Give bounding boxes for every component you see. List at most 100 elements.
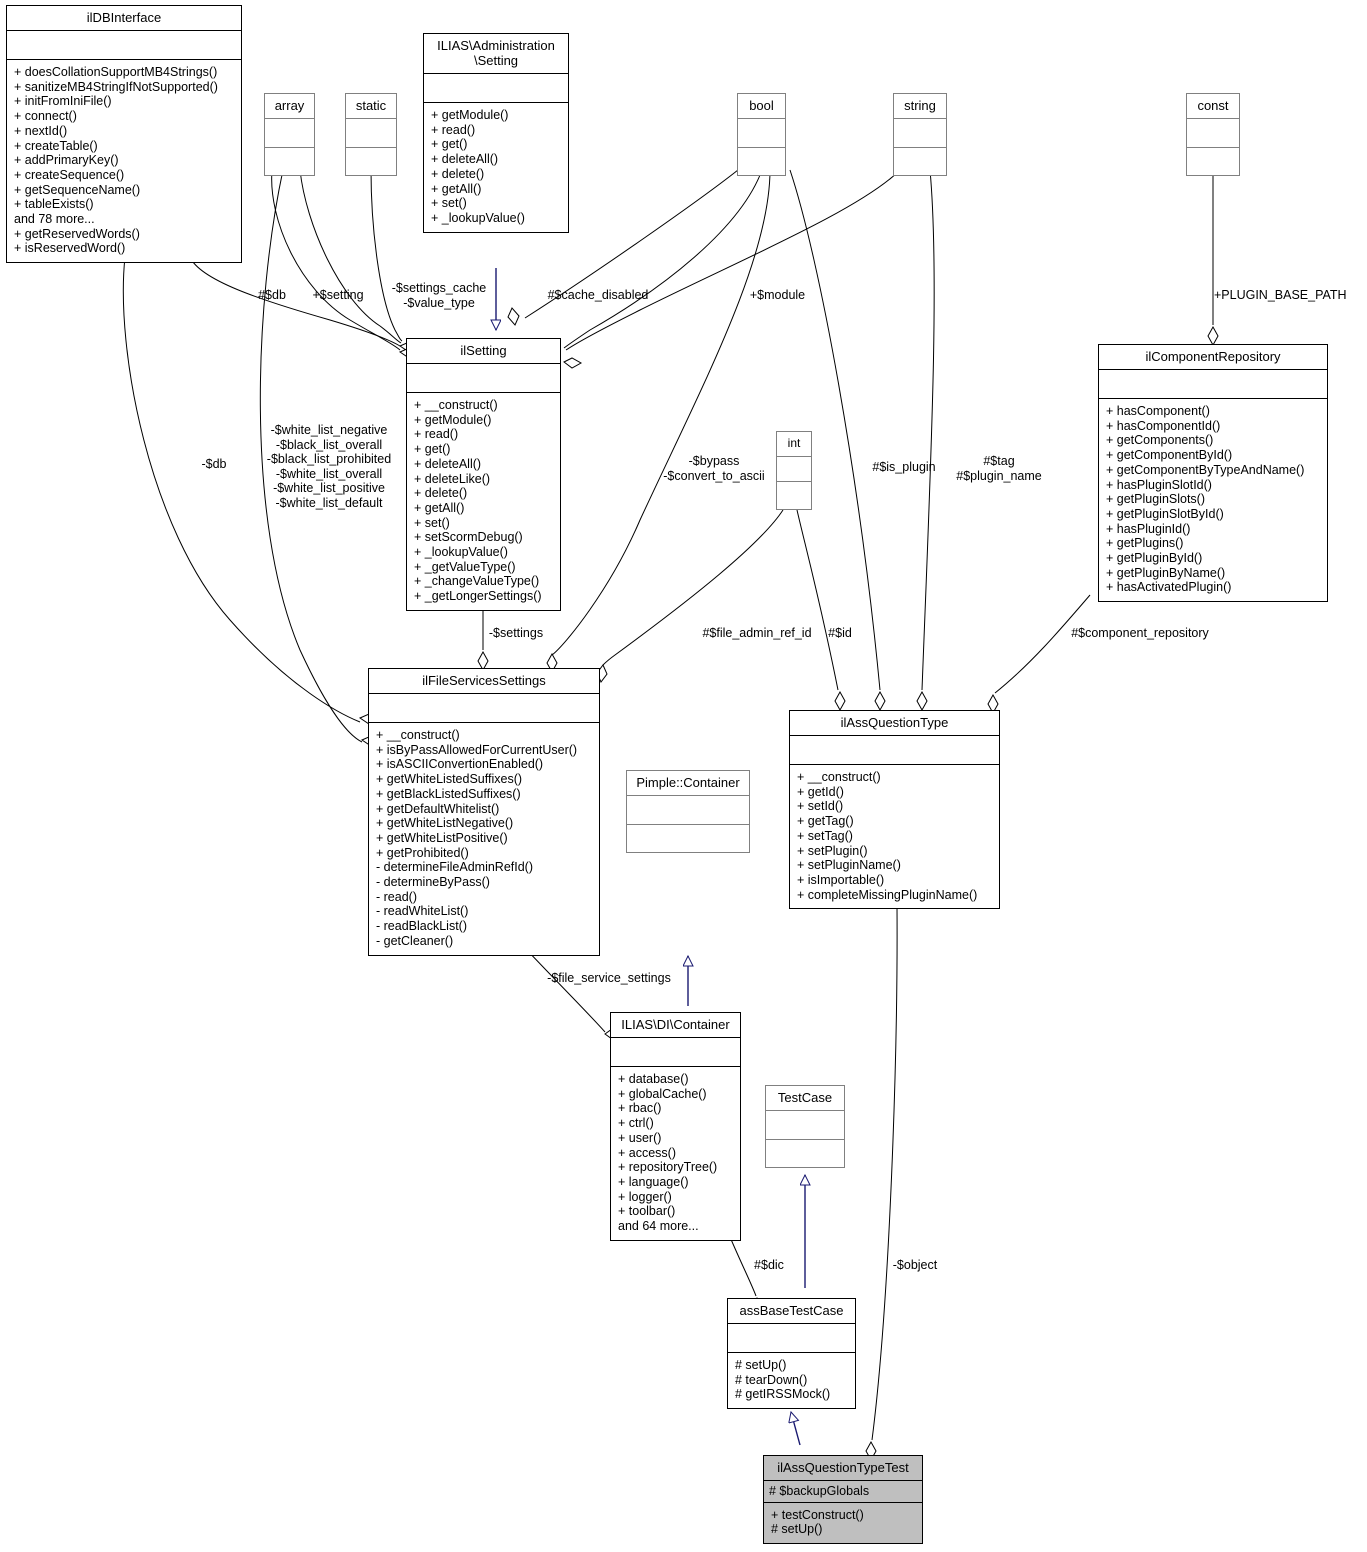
class-member: + rbac(): [618, 1101, 662, 1116]
class-node-ilFileServicesSettings[interactable]: ilFileServicesSettings + __construct()+ …: [368, 668, 600, 956]
class-node-int[interactable]: int: [776, 431, 812, 510]
class-member: + delete(): [431, 166, 485, 181]
divider: [627, 795, 749, 796]
divider: [611, 1066, 740, 1067]
class-title: ilFileServicesSettings: [422, 673, 546, 688]
class-member: + getSequenceName(): [14, 182, 141, 197]
class-member: + ctrl(): [618, 1116, 654, 1131]
divider: [265, 118, 314, 119]
class-member: + tableExists(): [14, 197, 94, 212]
divider: [1187, 147, 1239, 148]
edge-label-db-sharp: #$db: [258, 288, 286, 302]
class-member: + getComponents(): [1106, 433, 1214, 448]
class-member: + setScormDebug(): [414, 530, 523, 545]
class-member: + getTag(): [797, 814, 854, 829]
class-member: and 78 more...: [14, 212, 95, 227]
class-operations: + database()+ globalCache()+ rbac()+ ctr…: [611, 1067, 740, 1240]
class-node-ILIAS-DI-Container[interactable]: ILIAS\DI\Container + database()+ globalC…: [610, 1012, 741, 1241]
class-member: + getPlugins(): [1106, 536, 1184, 551]
class-member: - read(): [376, 889, 417, 904]
edge-label-bypass-convert: -$bypass -$convert_to_ascii: [663, 454, 765, 483]
class-member: + getPluginById(): [1106, 551, 1203, 566]
class-member: + toolbar(): [618, 1204, 676, 1219]
class-member: + isASCIIConvertionEnabled(): [376, 757, 544, 772]
class-member: + getProhibited(): [376, 845, 469, 860]
class-member: + set(): [431, 196, 467, 211]
class-attributes: [369, 694, 599, 722]
divider: [424, 73, 568, 74]
divider: [1099, 398, 1327, 399]
class-member: + getModule(): [414, 412, 492, 427]
edge-label-file-service-settings: -$file_service_settings: [547, 971, 671, 985]
class-node-ILIAS-Administration-Setting[interactable]: ILIAS\Administration \Setting + getModul…: [423, 33, 569, 233]
class-node-static[interactable]: static: [345, 93, 397, 176]
class-member: + _changeValueType(): [414, 574, 540, 589]
class-member: + hasPluginId(): [1106, 521, 1191, 536]
class-member: + isImportable(): [797, 872, 885, 887]
class-node-ilAssQuestionType[interactable]: ilAssQuestionType + __construct()+ getId…: [789, 710, 1000, 910]
divider: [369, 693, 599, 694]
class-member: + delete(): [414, 486, 468, 501]
edge-label-id-sharp: #$id: [828, 626, 852, 640]
class-node-ilDBInterface[interactable]: ilDBInterface + doesCollationSupportMB4S…: [6, 5, 242, 264]
class-member: + deleteAll(): [431, 152, 499, 167]
class-member: + language(): [618, 1174, 689, 1189]
class-title: int: [787, 436, 801, 450]
class-operations: + __construct()+ getModule()+ read()+ ge…: [407, 393, 560, 610]
class-node-const[interactable]: const: [1186, 93, 1240, 176]
class-node-Pimple-Container[interactable]: Pimple::Container: [626, 770, 750, 853]
divider: [346, 147, 396, 148]
class-node-TestCase[interactable]: TestCase: [765, 1085, 845, 1168]
class-member: + globalCache(): [618, 1086, 707, 1101]
divider: [611, 1037, 740, 1038]
class-member: + access(): [618, 1145, 677, 1160]
class-member: + deleteAll(): [414, 456, 482, 471]
divider: [790, 735, 999, 736]
class-title: const: [1197, 98, 1229, 113]
class-node-array[interactable]: array: [264, 93, 315, 176]
edge-label-cache-disabled: #$cache_disabled: [547, 288, 649, 302]
edge-label-plugin-base-path: +PLUGIN_BASE_PATH: [1214, 288, 1347, 302]
edge-label-component-repository: #$component_repository: [1071, 626, 1209, 640]
class-member: + getPluginSlots(): [1106, 492, 1206, 507]
divider: [766, 1139, 844, 1140]
class-member: + user(): [618, 1130, 662, 1145]
edge-label-white-black-lists: -$white_list_negative -$black_list_overa…: [266, 423, 392, 510]
class-member: + setTag(): [797, 828, 853, 843]
class-member: + hasPluginSlotId(): [1106, 477, 1212, 492]
class-member: + completeMissingPluginName(): [797, 887, 978, 902]
class-node-assBaseTestCase[interactable]: assBaseTestCase # setUp()# tearDown()# g…: [727, 1298, 856, 1410]
divider: [369, 722, 599, 723]
divider: [7, 59, 241, 60]
class-node-ilSetting[interactable]: ilSetting + __construct()+ getModule()+ …: [406, 338, 561, 611]
class-member: + get(): [414, 442, 451, 457]
class-node-ilAssQuestionTypeTest[interactable]: ilAssQuestionTypeTest # $backupGlobals +…: [763, 1455, 923, 1544]
class-operations: [738, 148, 785, 175]
class-member: + get(): [431, 137, 468, 152]
class-operations: [1187, 148, 1239, 175]
class-operations: + getModule()+ read()+ get()+ deleteAll(…: [424, 103, 568, 232]
class-member: + getWhiteListNegative(): [376, 816, 514, 831]
class-member: + logger(): [618, 1189, 672, 1204]
class-member: + _lookupValue(): [414, 545, 508, 560]
class-member: + setId(): [797, 799, 844, 814]
class-member: + createTable(): [14, 138, 98, 153]
class-member: + sanitizeMB4StringIfNotSupported(): [14, 79, 218, 94]
class-member: + getAll(): [431, 181, 482, 196]
class-attributes: [7, 31, 241, 59]
class-member: + hasComponentId(): [1106, 418, 1221, 433]
class-node-string[interactable]: string: [893, 93, 947, 176]
edge-label-settings-minus: -$settings: [488, 626, 544, 640]
class-node-ilComponentRepository[interactable]: ilComponentRepository + hasComponent()+ …: [1098, 344, 1328, 603]
class-operations: + __construct()+ getId()+ setId()+ getTa…: [790, 765, 999, 908]
class-member: + deleteLike(): [414, 471, 491, 486]
divider: [894, 118, 946, 119]
divider: [424, 102, 568, 103]
class-node-bool[interactable]: bool: [737, 93, 786, 176]
class-member: # $backupGlobals: [769, 1484, 870, 1498]
class-operations: [265, 148, 314, 175]
divider: [1187, 118, 1239, 119]
class-member: + getPluginSlotById(): [1106, 506, 1224, 521]
edge-label-is-plugin: #$is_plugin: [872, 460, 936, 474]
